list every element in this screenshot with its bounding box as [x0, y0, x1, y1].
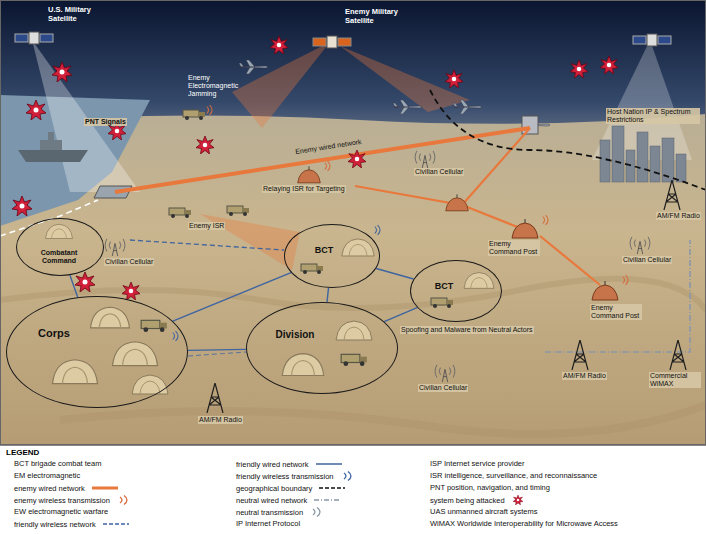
legend-text: EW electromagnetic warfare	[14, 507, 108, 516]
legend-text: neutral wired network	[236, 496, 307, 505]
map-annotation: Relaying ISR for Targeting	[262, 185, 346, 193]
legend-sample	[318, 483, 346, 493]
friendly-wired-link	[173, 273, 291, 321]
legend-text: ISR intelligence, surveillance, and reco…	[430, 471, 597, 480]
legend-sample	[315, 459, 343, 469]
map-annotation: Enemy Command Post	[488, 240, 540, 256]
legend-entry: friendly wireless network	[14, 519, 130, 529]
legend-text: UAS unmanned aircraft systems	[430, 507, 538, 516]
map-annotation: Spoofing and Malware from Neutral Actors	[400, 326, 534, 334]
map-annotation: Commercial WiMAX	[649, 372, 701, 388]
unit-name: Corps	[29, 327, 79, 340]
line-sample	[92, 487, 118, 490]
legend-entry: neutral wired network	[236, 495, 341, 505]
legend-sample	[340, 471, 368, 481]
legend-text: friendly wired network	[236, 460, 309, 469]
legend-text: enemy wireless transmission	[14, 496, 110, 505]
friendly-wired-link	[327, 288, 329, 302]
legend-text: ISP Internet service provider	[430, 459, 525, 468]
friendly-wired-link	[70, 275, 78, 297]
map-annotation: Host Nation IP & Spectrum Restrictions	[606, 108, 700, 124]
legend-text: EM electromagnetic	[14, 471, 80, 480]
transmission-icon	[344, 472, 351, 481]
legend-text: BCT brigade combat team	[14, 459, 101, 468]
map-annotation: AM/FM Radio	[562, 372, 607, 380]
legend-entry: IP Internet Protocol	[236, 519, 300, 528]
unit-name: Combatant Command	[31, 249, 87, 265]
transmission-icon	[313, 508, 320, 517]
friendly-wired-link	[188, 349, 246, 350]
map-annotation: U.S. Military Satellite	[48, 6, 104, 23]
legend-entry: friendly wired network	[236, 459, 343, 469]
friendly-wired-link	[376, 268, 413, 279]
legend-sample	[91, 483, 119, 493]
legend-entry: PNT position, navigation, and timing	[430, 483, 550, 492]
legend-text: enemy wired network	[14, 484, 85, 493]
unit-ellipse: Corps	[6, 296, 188, 408]
legend-entry: enemy wireless transmission	[14, 495, 144, 505]
unit-name: BCT	[309, 245, 339, 255]
legend-sample	[313, 495, 341, 505]
map-annotation: Civilian Cellular	[414, 168, 464, 176]
legend-text: IP Internet Protocol	[236, 519, 300, 528]
legend-sample	[309, 507, 337, 517]
legend-text: system being attacked	[430, 496, 505, 505]
legend-text: WiMAX Worldwide Interoperability for Mic…	[430, 519, 618, 528]
line-sample	[314, 499, 340, 501]
unit-ellipse: BCT	[410, 260, 502, 322]
line-sample	[316, 463, 342, 465]
legend-entry: neutral transmission	[236, 507, 337, 517]
legend-sample	[511, 495, 539, 505]
legend-panel: BCT brigade combat team EM electromagneti…	[0, 445, 706, 534]
map-annotation: Enemy ISR	[188, 222, 225, 230]
map-annotation: Civilian Cellular	[418, 384, 468, 392]
legend-title: LEGEND	[6, 448, 39, 457]
legend-entry: ISP Internet service provider	[430, 459, 525, 468]
legend-text: friendly wireless network	[14, 520, 96, 529]
map-annotation: Civilian Cellular	[622, 256, 672, 264]
unit-name: Division	[265, 329, 325, 341]
map-annotation: AM/FM Radio	[656, 212, 701, 220]
map-annotation: Enemy Military Satellite	[345, 8, 401, 25]
legend-entry: enemy wired network	[14, 483, 119, 493]
map-annotation: PNT Signals	[84, 118, 127, 126]
legend-entry: BCT brigade combat team	[14, 459, 101, 468]
map-annotation: AM/FM Radio	[198, 416, 243, 424]
legend-text: friendly wireless transmission	[236, 472, 334, 481]
legend-sample	[116, 495, 144, 505]
map-annotation: Enemy Command Post	[590, 304, 642, 320]
legend-entry: ISR intelligence, surveillance, and reco…	[430, 471, 597, 480]
friendly-wired-link	[384, 308, 417, 322]
legend-text: neutral transmission	[236, 508, 303, 517]
map-annotation: Enemy Electromagnetic Jamming	[188, 74, 260, 98]
legend-entry: WiMAX Worldwide Interoperability for Mic…	[430, 519, 618, 528]
legend-text: geographical boundary	[236, 484, 312, 493]
legend-entry: UAS unmanned aircraft systems	[430, 507, 538, 516]
legend-entry: geographical boundary	[236, 483, 346, 493]
legend-entry: system being attacked	[430, 495, 539, 505]
map-annotation: Civilian Cellular	[104, 258, 154, 266]
legend-entry: friendly wireless transmission	[236, 471, 368, 481]
unit-ellipse: BCT	[284, 224, 380, 288]
unit-ellipse: Division	[246, 302, 398, 394]
unit-ellipse: Combatant Command	[16, 218, 104, 276]
line-sample	[319, 487, 345, 489]
legend-entry: EW electromagnetic warfare	[14, 507, 108, 516]
transmission-icon	[120, 496, 127, 505]
legend-entry: EM electromagnetic	[14, 471, 80, 480]
unit-name: BCT	[429, 281, 459, 291]
attack-icon	[513, 495, 523, 505]
line-sample	[103, 523, 129, 525]
legend-text: PNT position, navigation, and timing	[430, 483, 550, 492]
legend-sample	[102, 519, 130, 529]
